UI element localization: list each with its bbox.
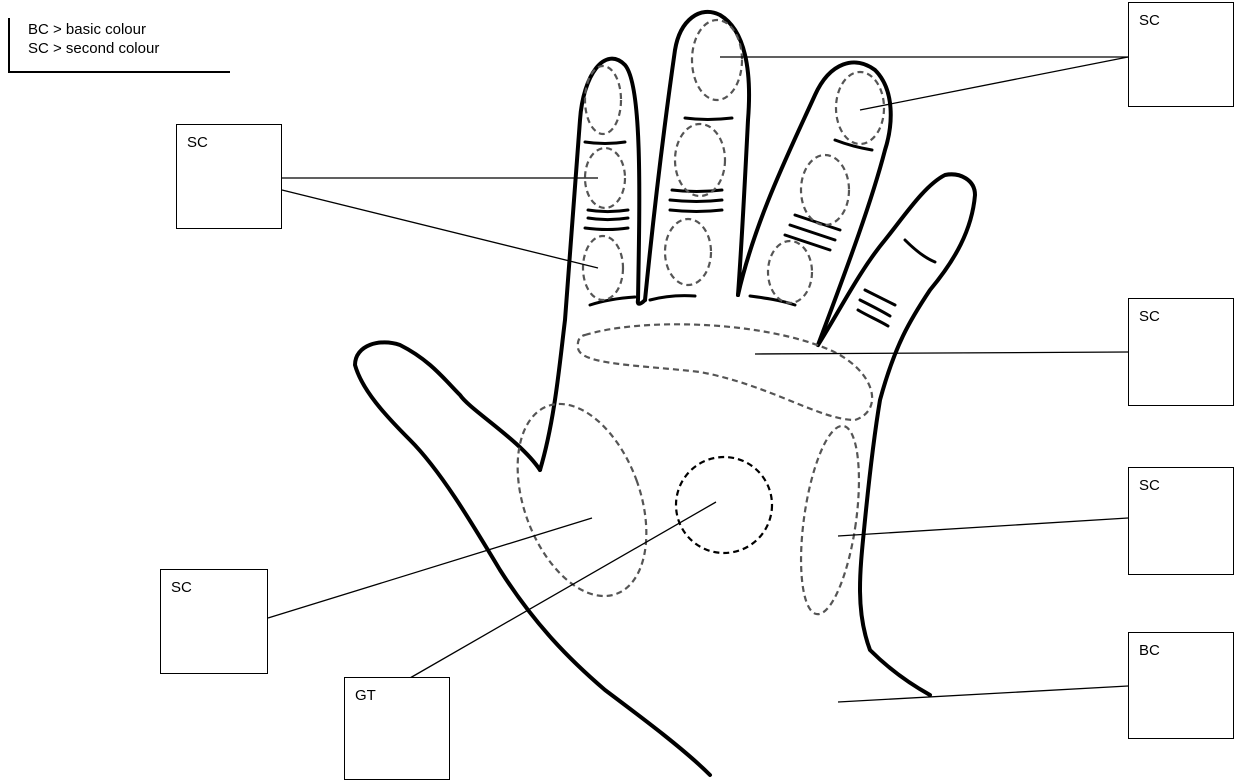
label-box-palm-crease[interactable]: SC bbox=[1128, 298, 1234, 406]
legend-sc: SC > second colour bbox=[28, 40, 160, 57]
label-text: BC bbox=[1139, 642, 1160, 659]
label-box-thumb-mount[interactable]: SC bbox=[160, 569, 268, 674]
hand-outline bbox=[353, 9, 977, 777]
label-box-palm-side[interactable]: SC bbox=[1128, 467, 1234, 575]
label-text: SC bbox=[187, 134, 208, 151]
dashed-zones bbox=[516, 18, 886, 616]
label-text: GT bbox=[355, 687, 376, 704]
legend-bc: BC > basic colour bbox=[28, 21, 146, 38]
label-box-palm-center[interactable]: GT bbox=[344, 677, 450, 780]
label-box-top-right[interactable]: SC bbox=[1128, 2, 1234, 107]
legend: BC > basic colour SC > second colour bbox=[8, 18, 230, 73]
label-text: SC bbox=[1139, 477, 1160, 494]
label-box-fingers-left[interactable]: SC bbox=[176, 124, 282, 229]
label-text: SC bbox=[1139, 12, 1160, 29]
palm-center-circle bbox=[674, 455, 774, 555]
label-text: SC bbox=[1139, 308, 1160, 325]
leader-lines bbox=[267, 56, 1129, 703]
finger-creases bbox=[583, 116, 937, 328]
label-box-wrist[interactable]: BC bbox=[1128, 632, 1234, 739]
label-text: SC bbox=[171, 579, 192, 596]
